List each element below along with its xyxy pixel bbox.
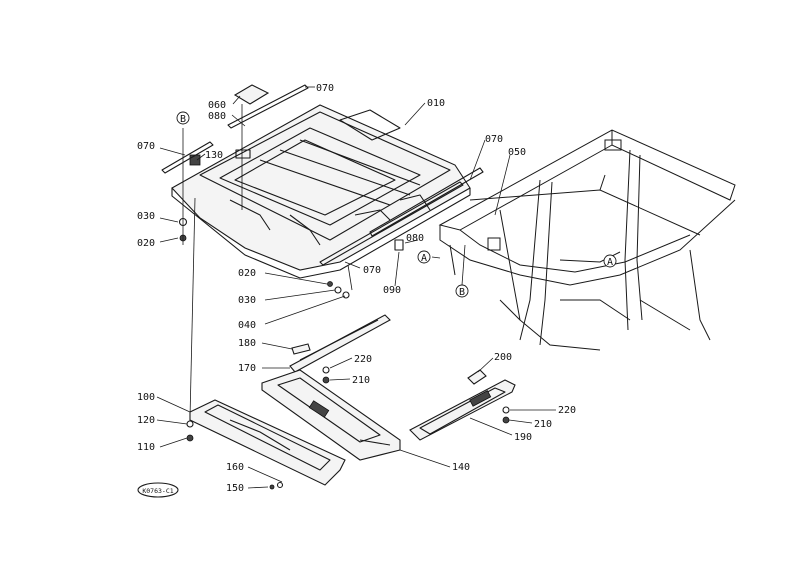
label-120: 120	[137, 415, 155, 426]
trim-bottom-left	[189, 399, 346, 486]
label-070-top: 070	[316, 83, 334, 94]
label-100: 100	[137, 392, 155, 403]
label-210-mid: 210	[352, 375, 370, 386]
pad-060	[233, 84, 270, 105]
label-030-mid: 030	[238, 295, 256, 306]
strip-070-top	[227, 84, 309, 129]
drawing-code: K0763-C1	[142, 487, 173, 495]
label-B-top: B	[180, 114, 186, 125]
label-220-right: 220	[558, 405, 576, 416]
label-020-left: 020	[137, 238, 155, 249]
label-090: 090	[383, 285, 401, 296]
label-070-mid: 070	[363, 265, 381, 276]
label-060: 060	[208, 100, 226, 111]
label-200: 200	[494, 352, 512, 363]
label-140: 140	[452, 462, 470, 473]
label-A-right: A	[607, 257, 613, 268]
label-130: 130	[205, 150, 223, 161]
label-150: 150	[226, 483, 244, 494]
label-180: 180	[238, 338, 256, 349]
roof-panel	[171, 104, 471, 279]
leader-lines	[156, 86, 556, 489]
label-040: 040	[238, 320, 256, 331]
label-170: 170	[238, 363, 256, 374]
part-200	[467, 369, 487, 385]
canopy-frame	[438, 129, 736, 351]
label-030-left: 030	[137, 211, 155, 222]
label-110: 110	[137, 442, 155, 453]
label-070-right: 070	[485, 134, 503, 145]
drawing-code-badge: K0763-C1	[137, 482, 179, 498]
label-080-top: 080	[208, 111, 226, 122]
strip-070-right	[319, 181, 464, 266]
label-B-mid: B	[459, 287, 465, 298]
trim-190	[409, 379, 516, 441]
label-190: 190	[514, 432, 532, 443]
alignment-lines	[182, 104, 353, 419]
strip-070-left	[161, 141, 214, 174]
label-070-left: 070	[137, 141, 155, 152]
label-210-right: 210	[534, 419, 552, 430]
label-220-mid: 220	[354, 354, 372, 365]
label-080-mid: 080	[406, 233, 424, 244]
part-180	[291, 343, 311, 355]
label-020-mid: 020	[238, 268, 256, 279]
part-170	[289, 314, 391, 373]
label-A-left: A	[421, 253, 427, 264]
label-160: 160	[226, 462, 244, 473]
label-010: 010	[427, 98, 445, 109]
strip-070-diag	[369, 167, 484, 237]
label-050: 050	[508, 147, 526, 158]
